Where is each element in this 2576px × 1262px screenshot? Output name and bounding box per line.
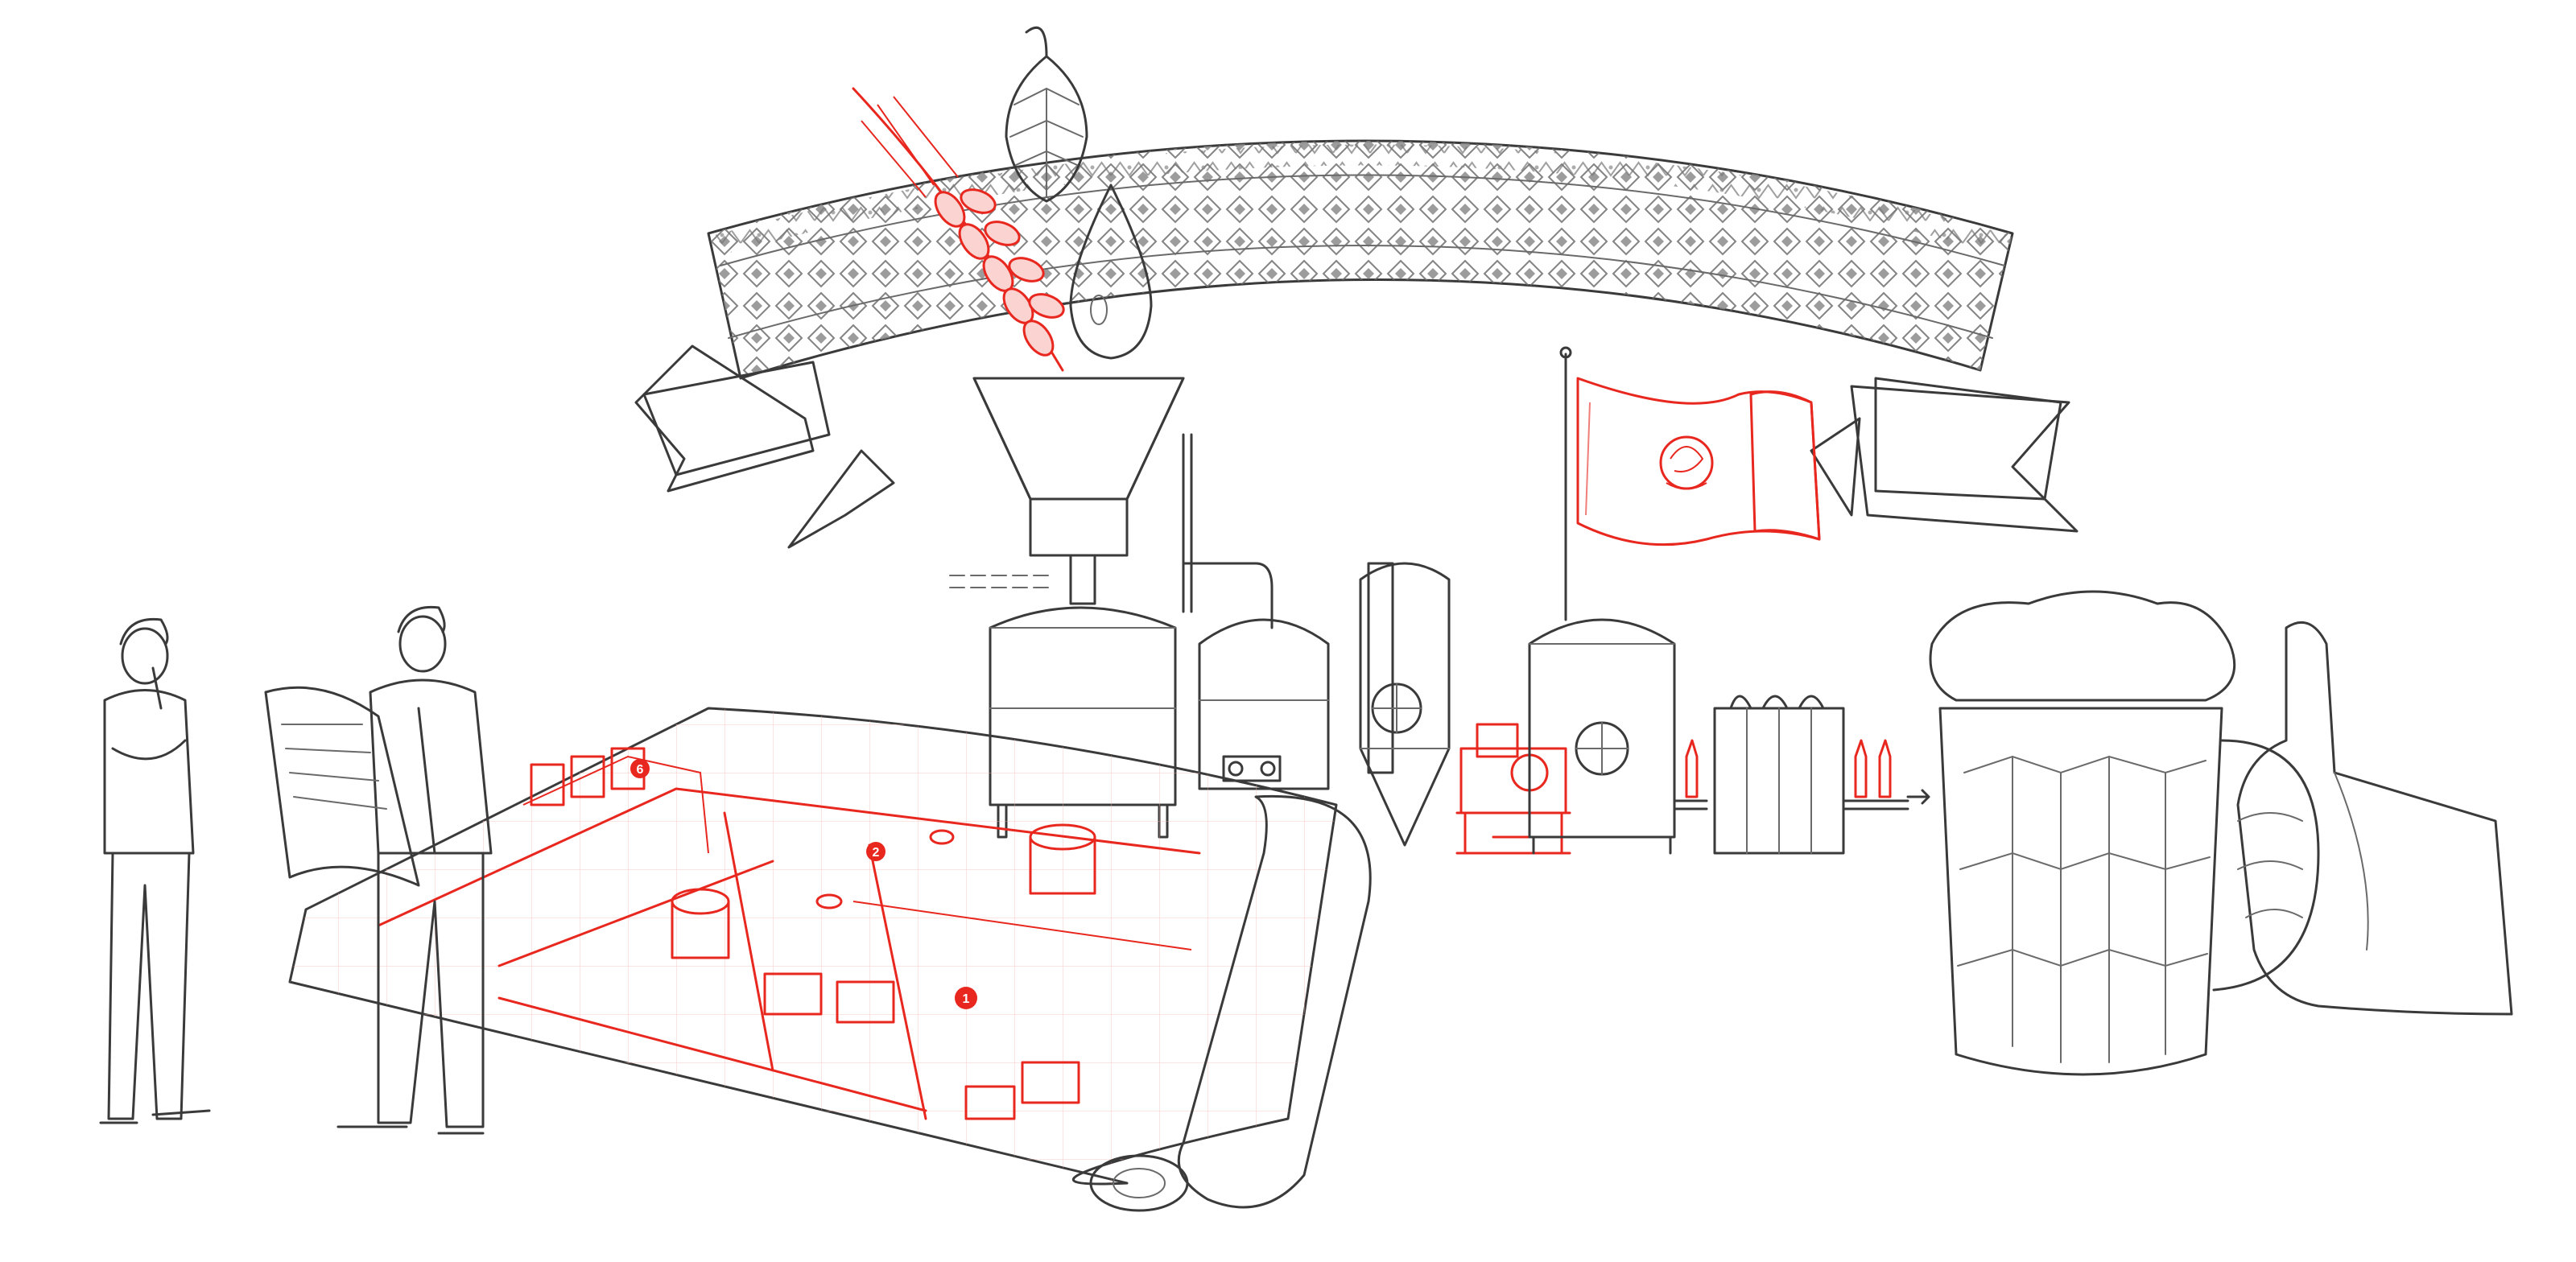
red-pump-unit-icon (1455, 723, 1571, 855)
man-thinking-icon (99, 617, 211, 1124)
hop-cone-icon (1005, 26, 1088, 203)
blueprint-marker-1: 1 (955, 987, 977, 1009)
storage-tank-icon (1528, 618, 1676, 855)
bottles-icon (1673, 739, 1909, 810)
man-reading-plan-icon (264, 605, 493, 1135)
thumbs-up-hand-icon (2236, 621, 2513, 1016)
svg-text:2: 2 (873, 846, 880, 860)
beer-mug-icon (1929, 590, 2320, 1076)
arrow-icon (1906, 789, 1930, 805)
mexican-flag-icon (1559, 346, 1821, 621)
svg-text:1: 1 (963, 992, 970, 1006)
grain-hopper-icon (949, 377, 1185, 605)
svg-text:6: 6 (637, 763, 644, 777)
water-drop-icon (1069, 184, 1153, 360)
blueprint-marker-6: 6 (630, 759, 650, 778)
fermentation-tank-icon (1359, 562, 1451, 847)
blueprint-scroll-icon: 1 2 6 (288, 707, 1372, 1212)
brew-kettle-icon (1198, 618, 1330, 790)
bottling-machine-icon (1713, 695, 1845, 855)
banner-ribbon-icon (634, 139, 2079, 549)
wheat-ear-icon (852, 87, 1065, 372)
pipe-icon (1182, 433, 1274, 629)
blueprint-marker-2: 2 (866, 842, 886, 861)
